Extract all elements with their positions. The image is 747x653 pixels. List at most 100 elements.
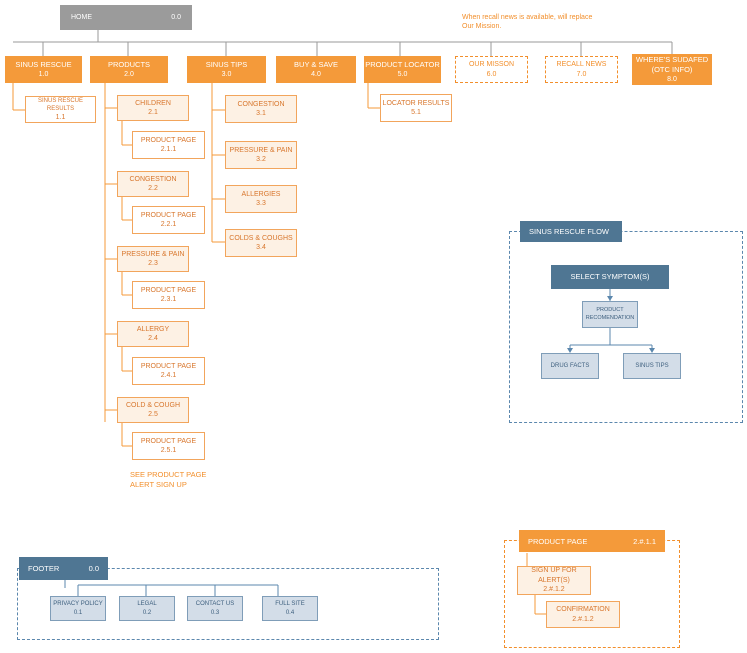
node-number: 1.0 — [38, 70, 49, 78]
footer-full-site-node: FULL SITE 0.4 — [262, 596, 318, 621]
node-number: 2.2.1 — [160, 221, 177, 228]
node-number: 5.1 — [411, 109, 421, 116]
node-number: 0.3 — [210, 609, 220, 616]
home-node: HOME 0.0 — [60, 5, 192, 30]
node-label: CONFIRMATION — [556, 606, 610, 614]
node-number: 7.0 — [576, 70, 587, 78]
node-number: 2.#.1.2 — [543, 586, 565, 594]
footer-contact-us-node: CONTACT US 0.3 — [187, 596, 243, 621]
node-number: 4.0 — [311, 70, 321, 78]
flow-title-text: PRODUCT PAGE — [528, 536, 588, 546]
node-number: 2.3.1 — [160, 296, 177, 303]
node-label: PRODUCTS — [107, 59, 151, 69]
node-label: CHILDREN — [135, 99, 171, 107]
node-number: 8.0 — [667, 75, 677, 83]
flow-title-text: SINUS RESCUE FLOW — [529, 227, 610, 236]
node-label: LOCATOR RESULTS — [382, 99, 450, 107]
node-number: 2.5.1 — [160, 447, 177, 454]
product-page-node: PRODUCT PAGE 2.4.1 — [132, 357, 205, 385]
node-number: 1.1 — [55, 113, 66, 121]
footer-privacy-policy-node: PRIVACY POLICY 0.1 — [50, 596, 106, 621]
node-label: PRODUCT LOCATOR — [365, 59, 440, 69]
node-number: 6.0 — [486, 70, 497, 78]
product-page-node: PRODUCT PAGE 2.1.1 — [132, 131, 205, 159]
nav-products: PRODUCTS 2.0 — [90, 56, 168, 83]
node-label: ALLERGY — [136, 325, 170, 333]
footer-legal-node: LEGAL 0.2 — [119, 596, 175, 621]
home-number: 0.0 — [171, 13, 181, 21]
locator-results-node: LOCATOR RESULTS 5.1 — [380, 94, 452, 122]
sinus-rescue-results-node: SINUS RESCUE RESULTS 1.1 — [25, 96, 96, 123]
node-number: 5.0 — [397, 70, 408, 78]
recall-note: When recall news is available, will repl… — [462, 13, 652, 32]
node-number: 3.4 — [256, 244, 266, 251]
node-label: PRESSURE & PAIN — [121, 250, 185, 258]
products-congestion-node: CONGESTION 2.2 — [117, 171, 189, 197]
select-symptoms-node: SELECT SYMPTOM(S) — [551, 265, 669, 289]
confirmation-node: CONFIRMATION 2.#.1.2 — [546, 601, 620, 628]
node-label: BUY & SAVE — [294, 59, 338, 69]
node-label: PRODUCT PAGE — [140, 136, 197, 144]
tips-colds-coughs-node: COLDS & COUGHS 3.4 — [225, 229, 297, 257]
products-note-line: SEE PRODUCT PAGE — [130, 470, 207, 479]
products-allergy-node: ALLERGY 2.4 — [117, 321, 189, 347]
sinus-rescue-flow-frame — [509, 231, 743, 423]
product-page-node: PRODUCT PAGE 2.2.1 — [132, 206, 205, 234]
footer-frame — [17, 568, 439, 640]
nav-wheres-sudafed: WHERE'S SUDAFED (OTC INFO) 8.0 — [632, 54, 712, 85]
nav-sinus-tips: SINUS TIPS 3.0 — [187, 56, 266, 83]
node-label: WHERE'S SUDAFED — [635, 54, 709, 64]
products-note: SEE PRODUCT PAGE ALERT SIGN UP — [130, 470, 250, 490]
product-page-node: PRODUCT PAGE 2.3.1 — [132, 281, 205, 309]
recall-note-line: Our Mission. — [462, 23, 502, 31]
product-recommendation-node: PRODUCT RECOMENDATION — [582, 301, 638, 328]
node-label-line2: (OTC INFO) — [651, 64, 693, 74]
node-number: 3.0 — [221, 70, 232, 78]
node-number: 3.1 — [256, 110, 266, 117]
sign-up-alerts-node: SIGN UP FOR ALERT(S) 2.#.1.2 — [517, 566, 591, 595]
node-label: SELECT SYMPTOM(S) — [570, 271, 650, 281]
tips-congestion-node: CONGESTION 3.1 — [225, 95, 297, 123]
node-label: SINUS RESCUE — [15, 59, 72, 69]
node-number: 2.0 — [124, 70, 134, 78]
footer-number: 0.0 — [88, 564, 99, 573]
node-label: OUR MISSON — [468, 61, 515, 69]
sinus-tips-flow-node: SINUS TIPS — [623, 353, 681, 379]
node-label: FULL SITE — [275, 601, 305, 608]
node-label: CONGESTION — [129, 175, 177, 183]
node-number: 3.3 — [256, 200, 266, 207]
node-number: 2.#.1.2 — [572, 615, 594, 623]
recall-note-line: When recall news is available, will repl… — [462, 14, 593, 21]
node-label: ALLERGIES — [241, 190, 281, 198]
node-label: PRESSURE & PAIN — [229, 146, 293, 154]
footer-label: FOOTER — [28, 564, 60, 573]
node-label: RECALL NEWS — [556, 61, 607, 69]
node-label: CONGESTION — [237, 100, 285, 108]
node-number: 2.3 — [148, 260, 158, 267]
node-number: 2.1.1 — [160, 146, 177, 153]
node-number: 3.2 — [256, 156, 266, 163]
products-cold-cough-node: COLD & COUGH 2.5 — [117, 397, 189, 423]
tips-allergies-node: ALLERGIES 3.3 — [225, 185, 297, 213]
node-label: SINUS RESCUE RESULTS — [37, 97, 83, 112]
nav-sinus-rescue: SINUS RESCUE 1.0 — [5, 56, 82, 83]
product-page-flow-title: PRODUCT PAGE 2.#.1.1 — [519, 530, 665, 552]
sinus-rescue-flow-title: SINUS RESCUE FLOW — [520, 221, 622, 242]
node-number: 2.2 — [148, 185, 158, 192]
nav-recall-news: RECALL NEWS 7.0 — [545, 56, 618, 83]
drug-facts-node: DRUG FACTS — [541, 353, 599, 379]
node-number: 0.2 — [142, 609, 152, 616]
product-page-node: PRODUCT PAGE 2.5.1 — [132, 432, 205, 460]
node-label: PRODUCT PAGE — [140, 211, 197, 219]
node-label: LEGAL — [137, 601, 157, 608]
footer-node: FOOTER 0.0 — [19, 557, 108, 580]
node-label-line2: ALERT(S) — [538, 576, 570, 584]
node-label-line2: RECOMENDATION — [585, 314, 635, 321]
node-label: SINUS TIPS — [205, 59, 248, 69]
nav-product-locator: PRODUCT LOCATOR 5.0 — [364, 56, 441, 83]
tips-pressure-pain-node: PRESSURE & PAIN 3.2 — [225, 141, 297, 169]
products-note-line: ALERT SIGN UP — [130, 480, 187, 490]
products-children-node: CHILDREN 2.1 — [117, 95, 189, 121]
node-label: PRIVACY POLICY — [53, 601, 103, 608]
